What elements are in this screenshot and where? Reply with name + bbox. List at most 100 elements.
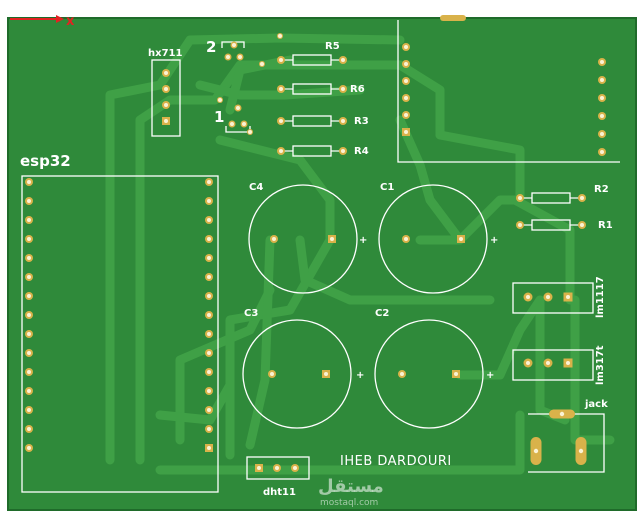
hx711-pad bbox=[162, 85, 170, 93]
esp32-pad-left bbox=[25, 406, 33, 414]
c4-label: C4 bbox=[249, 182, 263, 193]
r4-label: R4 bbox=[354, 146, 369, 157]
c1-plus: + bbox=[490, 235, 498, 246]
edge-connector-tab bbox=[440, 15, 466, 21]
top-module-outline bbox=[397, 20, 620, 163]
resistor-pad bbox=[277, 85, 285, 93]
esp32-pad-left bbox=[25, 197, 33, 205]
jack-label: jack bbox=[584, 399, 608, 410]
via-pad bbox=[217, 97, 223, 103]
watermark-arabic: مستقل bbox=[318, 476, 384, 497]
module-pad-left bbox=[402, 60, 410, 68]
dht11-pad bbox=[291, 464, 299, 472]
esp32-pad-left bbox=[25, 235, 33, 243]
esp32-pad-right bbox=[205, 273, 213, 281]
c3-plus: + bbox=[356, 370, 364, 381]
resistor-pad bbox=[339, 85, 347, 93]
dht11-outline bbox=[246, 456, 310, 480]
esp32-pad-left bbox=[25, 349, 33, 357]
lm317t-label: lm317t bbox=[595, 345, 606, 385]
esp32-pad-right bbox=[205, 387, 213, 395]
resistor-pad bbox=[516, 194, 524, 202]
resistor-pad bbox=[339, 56, 347, 64]
jack-pad bbox=[530, 437, 542, 465]
esp32-pad-right bbox=[205, 406, 213, 414]
watermark-latin: mostaql.com bbox=[320, 498, 378, 508]
c1-label: C1 bbox=[380, 182, 394, 193]
c2-plus: + bbox=[486, 370, 494, 381]
resistor-pad bbox=[578, 194, 586, 202]
esp32-pad-left bbox=[25, 387, 33, 395]
dht11-label: dht11 bbox=[263, 487, 296, 498]
capacitor-pad bbox=[322, 370, 330, 378]
hx711-label: hx711 bbox=[148, 48, 182, 59]
esp32-pad-left bbox=[25, 368, 33, 376]
r5-label: R5 bbox=[325, 41, 340, 52]
capacitor-pad bbox=[402, 235, 410, 243]
module-pad-right bbox=[598, 58, 606, 66]
module-pad-right bbox=[598, 94, 606, 102]
r2-label: R2 bbox=[594, 184, 609, 195]
c3-outline bbox=[242, 319, 352, 429]
module-pad-left bbox=[402, 77, 410, 85]
esp32-pad-right bbox=[205, 292, 213, 300]
axis-label: x bbox=[66, 14, 75, 29]
esp32-pad-right bbox=[205, 349, 213, 357]
capacitor-pad bbox=[328, 235, 336, 243]
transistor-1-pad bbox=[234, 104, 242, 112]
hx711-outline bbox=[151, 59, 181, 137]
esp32-outline bbox=[21, 175, 219, 493]
transistor-2-label: 2 bbox=[206, 38, 216, 56]
hx711-pad bbox=[162, 69, 170, 77]
esp32-pad-right bbox=[205, 178, 213, 186]
via-pad bbox=[247, 129, 253, 135]
esp32-pad-right bbox=[205, 197, 213, 205]
c4-outline bbox=[248, 184, 358, 294]
lm1117-pad bbox=[523, 292, 533, 302]
esp32-pad-right bbox=[205, 330, 213, 338]
esp32-pad-right bbox=[205, 254, 213, 262]
designer-name: IHEB DARDOURI bbox=[340, 454, 452, 469]
dht11-pad bbox=[255, 464, 263, 472]
esp32-pad-left bbox=[25, 254, 33, 262]
lm317t-pad bbox=[523, 358, 533, 368]
esp32-pad-left bbox=[25, 292, 33, 300]
resistor-pad bbox=[578, 221, 586, 229]
pads-layer bbox=[25, 15, 606, 472]
esp32-pad-right bbox=[205, 235, 213, 243]
hx711-pad bbox=[162, 117, 170, 125]
module-pad-right bbox=[598, 76, 606, 84]
transistor-2-pad bbox=[224, 53, 232, 61]
esp32-pad-right bbox=[205, 216, 213, 224]
module-pad-left bbox=[402, 43, 410, 51]
esp32-pad-right bbox=[205, 444, 213, 452]
c1-outline bbox=[378, 184, 488, 294]
transistor-1-pad bbox=[228, 120, 236, 128]
watermark: مستقل mostaql.com bbox=[318, 476, 384, 508]
esp32-pad-right bbox=[205, 368, 213, 376]
transistor-1-pad bbox=[240, 120, 248, 128]
r1-label: R1 bbox=[598, 220, 613, 231]
jack-pad bbox=[549, 409, 575, 419]
transistor-2-pad bbox=[230, 41, 238, 49]
via-pad bbox=[259, 61, 265, 67]
esp32-pad-right bbox=[205, 311, 213, 319]
resistor-pad bbox=[277, 56, 285, 64]
transistor-2-pad bbox=[236, 53, 244, 61]
esp32-pad-left bbox=[25, 273, 33, 281]
copper-traces bbox=[105, 33, 615, 475]
lm1117-pad bbox=[543, 292, 553, 302]
esp32-pad-left bbox=[25, 330, 33, 338]
c2-label: C2 bbox=[375, 308, 389, 319]
lm1117-pad bbox=[563, 292, 573, 302]
module-pad-right bbox=[598, 112, 606, 120]
silkscreen-text: esp32 hx711 dht11 jack lm1117 lm317t R5 … bbox=[20, 38, 613, 498]
c2-outline bbox=[374, 319, 484, 429]
capacitor-pad bbox=[452, 370, 460, 378]
c4-plus: + bbox=[359, 235, 367, 246]
lm1117-label: lm1117 bbox=[595, 276, 606, 318]
esp32-pad-left bbox=[25, 425, 33, 433]
resistor-pad bbox=[277, 117, 285, 125]
lm1117-outline bbox=[512, 282, 594, 314]
capacitor-pad bbox=[270, 235, 278, 243]
